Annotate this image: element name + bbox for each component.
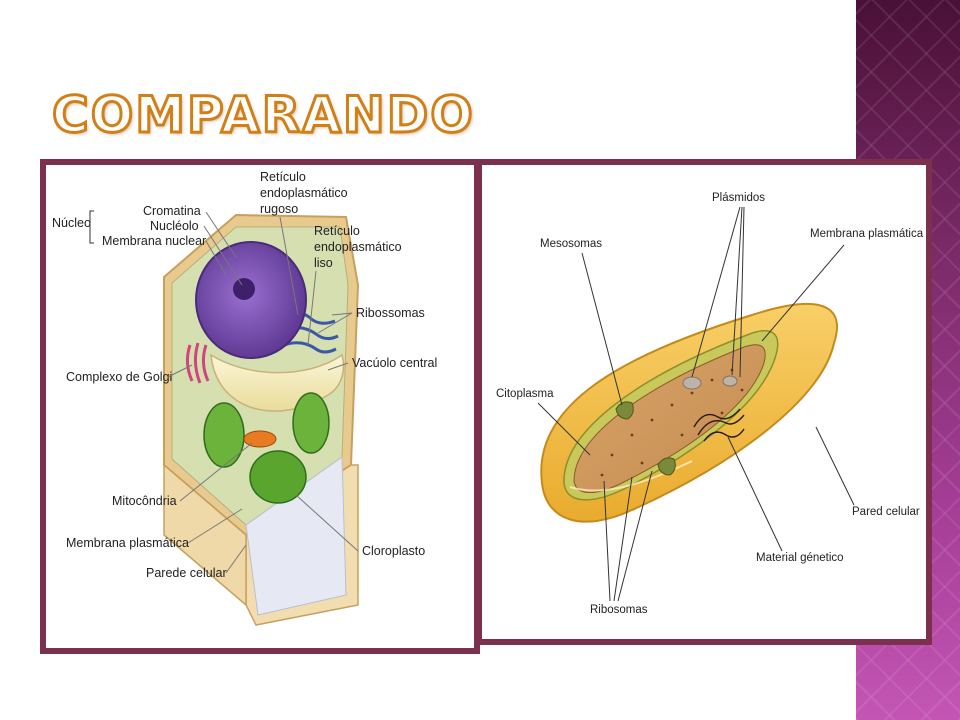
- label-citoplasma: Citoplasma: [496, 388, 554, 400]
- label-ribosomas: Ribosomas: [590, 604, 648, 616]
- label-pared-celular: Pared celular: [852, 506, 920, 518]
- nucleolus-shape: [233, 278, 255, 300]
- mesosome-shapes: [615, 401, 676, 476]
- chloroplast-shapes: [203, 392, 330, 504]
- ribosome-dots: [600, 368, 744, 477]
- label-mitocondria: Mitocôndria: [112, 494, 177, 508]
- label-nucleolo: Nucléolo: [150, 219, 199, 233]
- nucleus-shape: [195, 241, 307, 359]
- bacterium-body: [540, 303, 838, 523]
- plant-cell-panel: Núcleo Cromatina Nucléolo Membrana nucle…: [40, 159, 480, 654]
- bacterial-cell-labels: Plásmidos Mesosomas Membrana plasmática …: [496, 192, 924, 616]
- plant-cell-labels: Núcleo Cromatina Nucléolo Membrana nucle…: [52, 170, 437, 580]
- label-parede-celular: Parede celular: [146, 566, 227, 580]
- label-material-genetico: Material génetico: [756, 552, 844, 564]
- label-nucleo: Núcleo: [52, 216, 91, 230]
- plant-cell-diagram: Núcleo Cromatina Nucléolo Membrana nucle…: [52, 170, 437, 626]
- mitochondrion-shapes: [243, 430, 277, 448]
- label-mesosomas: Mesosomas: [540, 238, 602, 250]
- label-plasmidos: Plásmidos: [712, 192, 765, 204]
- label-cloroplasto: Cloroplasto: [362, 544, 425, 558]
- label-reticulo-liso-3: liso: [314, 256, 333, 270]
- label-membrana-plasmatica-bact: Membrana plasmática: [810, 228, 924, 240]
- label-ribossomas: Ribossomas: [356, 306, 425, 320]
- label-membrana-plasmatica: Membrana plasmática: [66, 536, 189, 550]
- plasmid-shapes: [682, 375, 738, 390]
- label-reticulo-rugoso-1: Retículo: [260, 170, 306, 184]
- label-membrana-nuclear: Membrana nuclear: [102, 234, 206, 248]
- golgi-shape: [185, 342, 210, 384]
- label-reticulo-liso-2: endoplasmático: [314, 240, 402, 254]
- label-reticulo-rugoso-2: endoplasmático: [260, 186, 348, 200]
- label-cromatina: Cromatina: [143, 204, 201, 218]
- bacterial-cell-diagram: Plásmidos Mesosomas Membrana plasmática …: [496, 192, 924, 616]
- genetic-material-shape: [693, 408, 745, 442]
- slide-title: Comparando: [51, 86, 475, 144]
- bacterial-cell-panel: Plásmidos Mesosomas Membrana plasmática …: [476, 159, 932, 645]
- label-complexo-golgi: Complexo de Golgi: [66, 370, 172, 384]
- label-vacuolo-central: Vacúolo central: [352, 356, 437, 370]
- label-reticulo-rugoso-3: rugoso: [260, 202, 298, 216]
- label-reticulo-liso-1: Retículo: [314, 224, 360, 238]
